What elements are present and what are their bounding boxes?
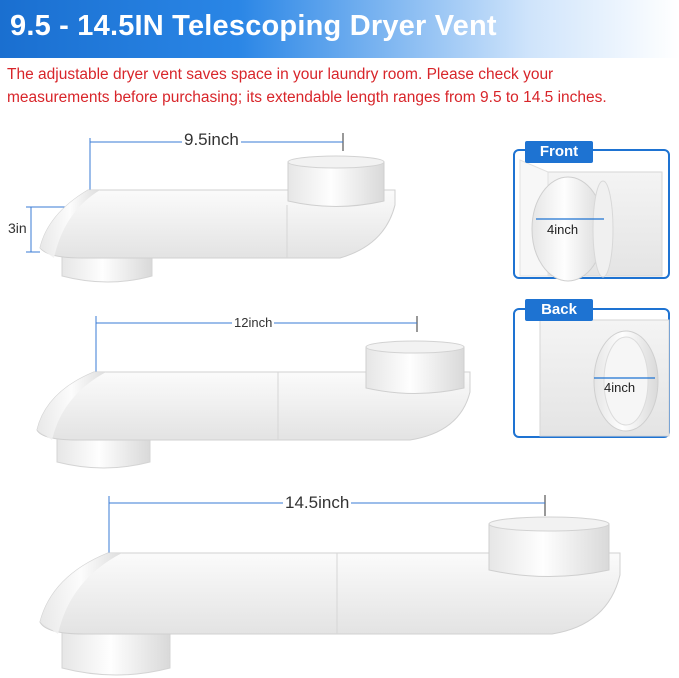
front-view-panel	[513, 149, 670, 282]
page-title: 9.5 - 14.5IN Telescoping Dryer Vent	[10, 10, 497, 42]
vent-short	[26, 133, 396, 283]
description-text: The adjustable dryer vent saves space in…	[7, 63, 679, 109]
back-diameter-label: 4inch	[604, 380, 636, 395]
top-inlet	[287, 161, 385, 207]
length-label-short: 9.5inch	[182, 130, 241, 150]
vent-medium	[36, 316, 471, 469]
back-tag: Back	[525, 299, 593, 321]
description-line-2: measurements before purchasing; its exte…	[7, 89, 607, 106]
description-line-1: The adjustable dryer vent saves space in…	[7, 66, 554, 83]
vent-long	[39, 495, 621, 676]
top-inlet	[365, 346, 465, 394]
front-diameter-label: 4inch	[547, 222, 579, 237]
front-tag: Front	[525, 141, 593, 163]
title-banner: 9.5 - 14.5IN Telescoping Dryer Vent	[0, 0, 679, 58]
length-label-long: 14.5inch	[283, 493, 352, 513]
height-label: 3in	[6, 220, 29, 236]
length-label-medium: 12inch	[232, 315, 275, 330]
back-view-panel	[513, 308, 670, 438]
top-inlet	[488, 523, 610, 577]
